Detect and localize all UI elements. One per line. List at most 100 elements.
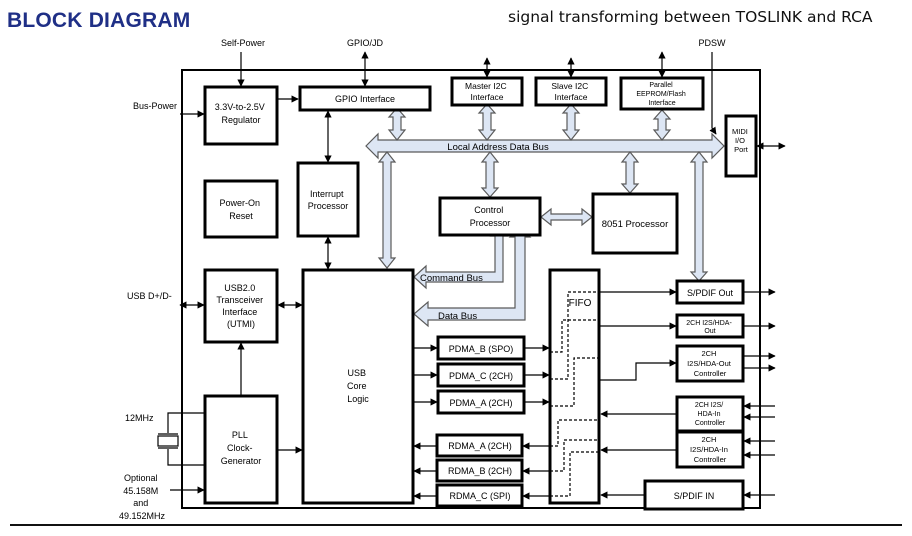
and-label: and: [133, 498, 148, 508]
local-address-data-bus: [365, 132, 725, 160]
optional-label: Optional: [124, 473, 158, 483]
i2s-in-controller-2-label: Controller: [694, 455, 727, 464]
control-processor-label: Control: [474, 205, 503, 215]
eeprom-bus-link: [652, 109, 672, 141]
fifo-route-dashed: [550, 451, 600, 497]
midi-label: MIDI: [732, 127, 748, 136]
spdif-in-block: [643, 479, 745, 511]
i2s-out-2ch-label: Out: [704, 328, 715, 335]
i2s-in-controller-1-label: Controller: [695, 420, 726, 427]
usb-transceiver-label: Interface: [222, 307, 257, 317]
processor-8051-label: 8051 Processor: [602, 219, 669, 230]
usb-core-logic-label: Core: [347, 381, 367, 391]
pdma-c-label: PDMA_C (2CH): [449, 371, 513, 381]
control-processor-block: [438, 196, 542, 237]
usb-transceiver-label: (UTMI): [227, 319, 255, 329]
i2s-in-controller-2-label: I2S/HDA-In: [690, 445, 728, 454]
midi-block: [724, 114, 758, 178]
rdma-c-block: [435, 483, 524, 508]
local-address-data-bus-label: Local Address Data Bus: [447, 142, 549, 153]
pll-label: Clock-: [227, 443, 253, 453]
usb-core-logic-block: [301, 268, 415, 505]
bus-to-8051-link: [620, 151, 640, 194]
svg-text:2CH I2S/HDA-Out Contro: 2CH I2S/HDA-Out Controller: [687, 349, 733, 378]
svg-text:Parallel EEPROM/Flash: Parallel EEPROM/Flash Interface: [636, 82, 687, 107]
i2s-in-controller-2-block: [675, 430, 745, 469]
fifo-route-dashed: [550, 439, 600, 472]
control-8051-link: [540, 207, 593, 227]
fifo-label: FIFO: [569, 298, 592, 309]
fifo-route-dashed: [550, 319, 600, 353]
pdma-b-label: PDMA_B (SPO): [449, 344, 514, 354]
i2s-out-controller-label: 2CH: [701, 349, 716, 358]
usb-core-logic-label: USB: [347, 368, 366, 378]
usb-dp-dm-label: USB D+/D-: [127, 291, 172, 301]
svg-text:Interrupt Processor: Interrupt Processor: [308, 189, 349, 211]
pdsw-arrow: [709, 52, 717, 135]
pdma-c-block: [436, 362, 526, 388]
rdma-c-label: RDMA_C (SPI): [449, 491, 510, 501]
freq1-label: 45.158M: [123, 486, 158, 496]
svg-text:Master I2C Interface: Master I2C Interface: [465, 81, 509, 102]
slave-i2c-label: Interface: [554, 92, 587, 102]
fifo-route-dashed: [550, 357, 600, 407]
fifo-block: [548, 268, 601, 505]
spdif-in-label: S/PDIF IN: [674, 491, 715, 501]
power-on-reset-label: Reset: [229, 211, 253, 221]
gpio-interface-label: GPIO Interface: [335, 94, 395, 104]
i2s-out-controller-block: [675, 344, 745, 383]
svg-text:Slave I2C Interface: Slave I2C Interface: [551, 81, 590, 102]
i2s-out-2ch-label: 2CH I2S/HDA-: [686, 320, 732, 327]
bus-to-usb-core-link: [377, 151, 397, 269]
rdma-a-block: [435, 433, 524, 458]
chip-outline: [181, 69, 761, 509]
i2s-in-controller-1-label: HDA-In: [698, 411, 721, 418]
regulator-block: [203, 85, 279, 146]
pll-label: Generator: [221, 456, 262, 466]
svg-text:Optional 45.158M and: Optional 45.158M and 49.152MHz: [119, 473, 166, 521]
spdif-out-block: [675, 279, 745, 305]
master-i2c-block: [450, 76, 524, 107]
command-bus-label: Command Bus: [420, 273, 483, 284]
slave-i2c-label: Slave I2C: [551, 81, 588, 91]
eeprom-block: [619, 76, 705, 111]
data-bus-label: Data Bus: [438, 311, 477, 322]
pll-label: PLL: [232, 430, 248, 440]
fifo-route-dashed: [550, 291, 600, 380]
interrupt-processor-label: Interrupt: [310, 189, 344, 199]
bus-to-spdif-link: [689, 151, 709, 282]
svg-text:Power-On Reset: Power-On Reset: [219, 198, 262, 221]
bus-power-label: Bus-Power: [133, 101, 177, 111]
usb-transceiver-label: USB2.0: [224, 283, 255, 293]
pdma-a-block: [436, 389, 526, 415]
control-processor-label: Processor: [470, 218, 511, 228]
svg-text:2CH I2S/HDA- Out: 2CH I2S/HDA- Out: [686, 320, 733, 335]
rdma-b-label: RDMA_B (2CH): [448, 466, 512, 476]
svg-text:2CH I2S/ HDA-In Contro: 2CH I2S/ HDA-In Controller: [695, 402, 726, 427]
processor-8051-block: [591, 192, 679, 255]
usb-transceiver-label: Transceiver: [216, 295, 263, 305]
i2s-out-controller-label: Controller: [694, 369, 727, 378]
power-on-reset-block: [203, 179, 279, 239]
spdif-out-label: S/PDIF Out: [687, 288, 734, 298]
svg-text:Control Processor: Control Processor: [470, 205, 511, 228]
interrupt-processor-block: [296, 161, 360, 238]
svg-text:MIDI I/O Port: MIDI I/O Port: [732, 127, 750, 154]
gpio-interface-block: [298, 85, 432, 112]
mhz12-label: 12MHz: [125, 413, 154, 423]
eeprom-label: Interface: [648, 100, 675, 107]
i2s-in-controller-1-block: [675, 395, 745, 433]
i2s-out-2ch-block: [675, 313, 745, 339]
svg-text:PLL Clock- Generator: PLL Clock- Generator: [221, 430, 262, 466]
gpio-bus-link: [387, 107, 407, 141]
pll-block: [203, 394, 279, 505]
freq2-label: 49.152MHz: [119, 511, 166, 521]
pdma-b-block: [436, 335, 526, 361]
fifo-i2s-out-ctrl-arrow: [600, 359, 677, 381]
rdma-a-label: RDMA_A (2CH): [448, 441, 512, 451]
slave-i2c-block: [534, 76, 608, 107]
regulator-label: 3.3V-to-2.5V: [215, 102, 265, 112]
i2s-out-controller-label: I2S/HDA-Out: [687, 359, 732, 368]
eeprom-label: EEPROM/Flash: [636, 91, 686, 98]
